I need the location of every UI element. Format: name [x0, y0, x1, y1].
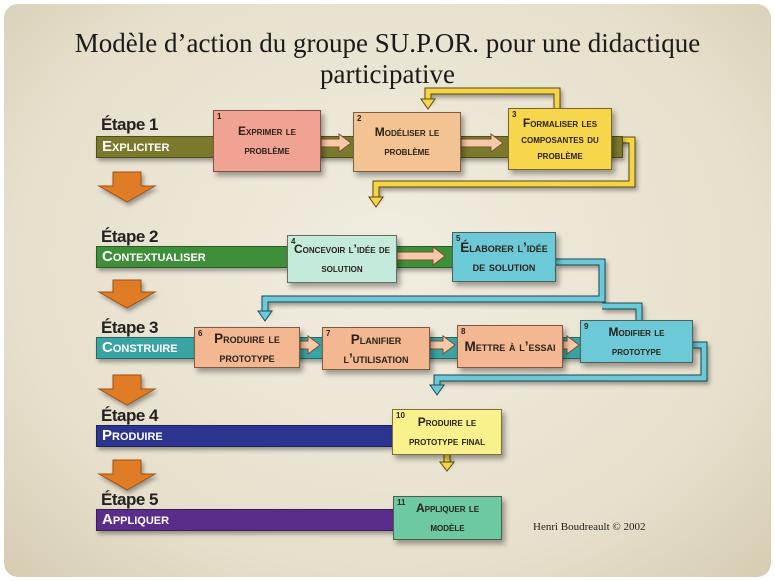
stage-1-name: Expliciter	[102, 138, 170, 155]
flow-arrow-1-2	[320, 133, 352, 153]
stage-2-name: Contextualiser	[102, 248, 206, 265]
step-1-number: 1	[217, 112, 222, 121]
step-7-number: 7	[326, 329, 331, 338]
step-3-text: Formaliser les composantes du problème	[521, 116, 599, 162]
stage-4-bar: Produire	[96, 425, 396, 447]
step-11-box: 11 Appliquer le modèle	[393, 496, 502, 540]
step-5-text: Élaborer l’idée de solution	[460, 240, 548, 274]
step-4-number: 4	[291, 237, 296, 246]
loop-9-to-10	[434, 342, 707, 386]
step-10-number: 10	[396, 411, 405, 420]
step-11-text: Appliquer le modèle	[415, 501, 480, 534]
loop-arrowhead	[368, 196, 384, 208]
step-7-text: Planifier l’utilisation	[343, 331, 409, 366]
stage-1-label: Étape 1	[101, 115, 158, 134]
step-6-text: Produire le prototype	[214, 330, 280, 365]
step-9-number: 9	[584, 322, 589, 331]
step-8-number: 8	[461, 327, 466, 336]
loop-9-to-6	[602, 303, 642, 320]
step-9-text: Modifier le prototype	[608, 324, 665, 358]
stage-2-label: Étape 2	[101, 227, 158, 246]
stage-arrow-2-3	[97, 279, 157, 309]
stage-5-name: Appliquer	[102, 511, 170, 528]
step-9-box: 9 Modifier le prototype	[580, 320, 693, 363]
flow-arrow-8-9	[562, 335, 580, 355]
stage-arrow-3-4	[97, 374, 157, 406]
stage-4-label: Étape 4	[101, 406, 158, 425]
flow-arrow-2-3	[460, 133, 504, 153]
loop-arrowhead	[429, 384, 445, 396]
title-line-1: Modèle d’action du groupe SU.P.OR. pour …	[74, 28, 701, 58]
loop-3-to-4	[373, 137, 635, 198]
title-line-2: participative	[320, 59, 455, 89]
loop-arrowhead	[420, 98, 436, 110]
step-2-number: 2	[357, 114, 362, 123]
step-8-text: Mettre à l’essai	[464, 339, 556, 354]
step-1-text: Exprimer le problème	[237, 124, 296, 157]
step-3-number: 3	[512, 110, 517, 119]
step-7-box: 7 Planifier l’utilisation	[322, 327, 430, 370]
stage-arrow-4-5	[97, 459, 157, 491]
stage-4-name: Produire	[102, 427, 163, 444]
step-2-text: Modéliser le problème	[374, 125, 440, 158]
stage-3-name: Construire	[102, 339, 178, 356]
step-4-text: Concevoir l’idée de solution	[294, 242, 391, 275]
stage-3-label: Étape 3	[101, 318, 158, 337]
flow-arrow-6-7	[299, 335, 321, 355]
step-6-box: 6 Produire le prototype	[194, 327, 300, 368]
loop-3-to-2	[425, 88, 560, 110]
step-11-number: 11	[397, 498, 406, 507]
step10-down-arrow	[438, 461, 456, 472]
step-6-number: 6	[198, 329, 203, 338]
flow-arrow-4-5	[396, 246, 446, 266]
step-10-text: Produire le prototype final	[408, 415, 486, 448]
flow-arrow-7-8	[429, 335, 456, 355]
loop-5-to-6	[262, 259, 605, 312]
step-5-number: 5	[456, 234, 461, 243]
loop-arrowhead	[257, 310, 273, 322]
stage-arrow-1-2	[97, 171, 157, 203]
stage-5-label: Étape 5	[101, 490, 158, 509]
author-credit: Henri Boudreault © 2002	[533, 521, 646, 533]
